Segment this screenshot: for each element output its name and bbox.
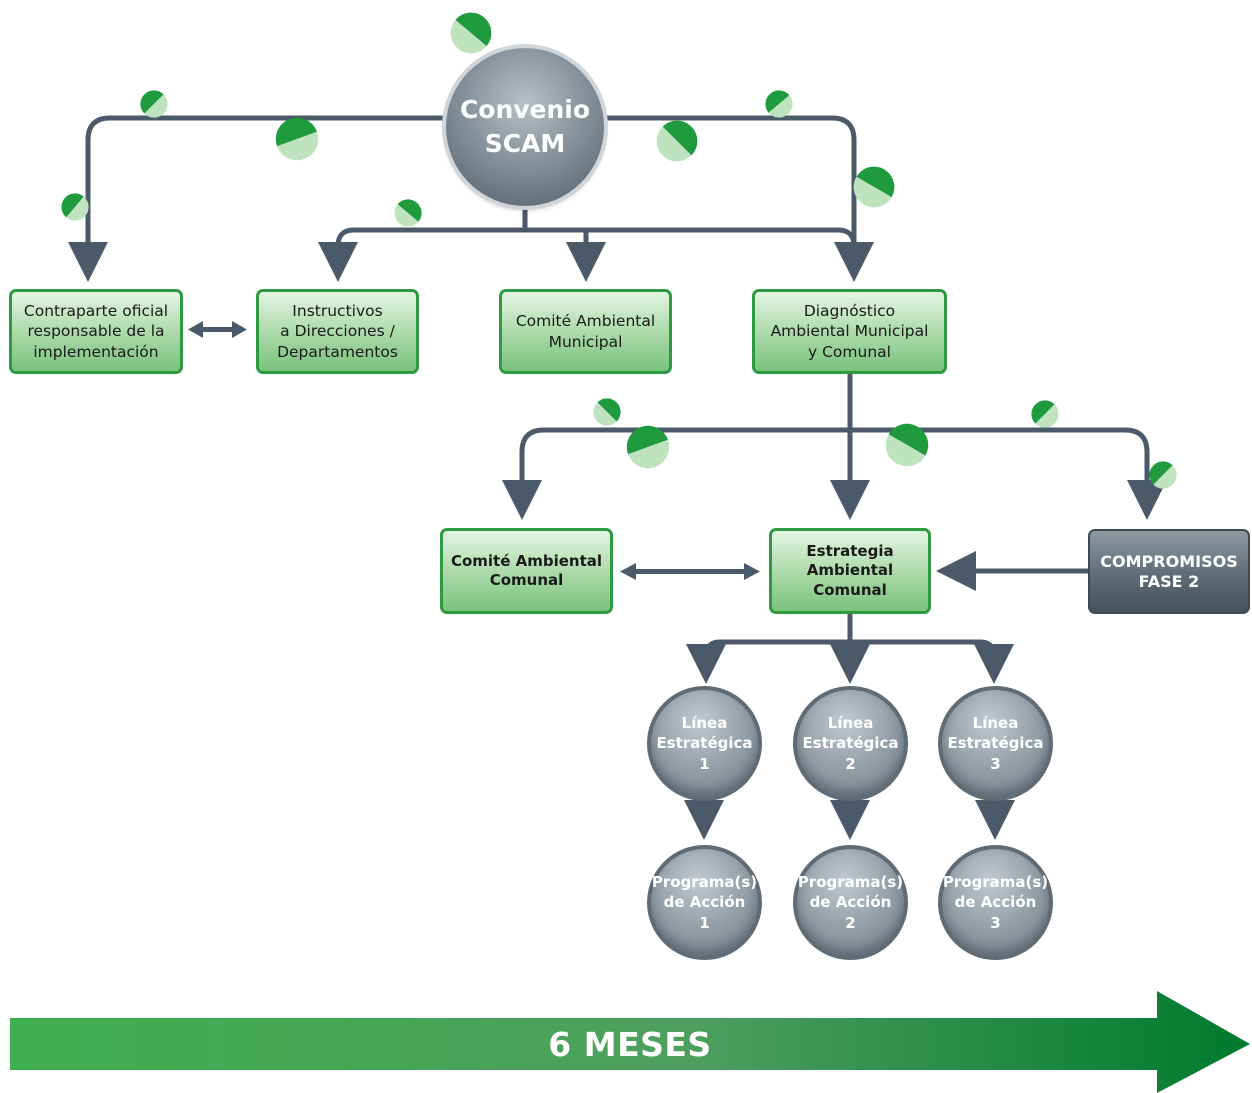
double-arrow-comite-estrategia (620, 563, 760, 580)
node-diagnostico: Diagnóstico Ambiental Municipal y Comuna… (752, 289, 947, 374)
node-linea-1: Línea Estratégica 1 (647, 686, 762, 801)
leaf-icon (1143, 455, 1183, 495)
connector-lines (68, 115, 1167, 840)
node-estrategia: Estrategia Ambiental Comunal (769, 528, 931, 614)
double-arrows (188, 321, 760, 580)
double-arrow-contraparte-instructivos (188, 321, 247, 338)
node-contraparte: Contraparte oficial responsable de la im… (9, 289, 183, 374)
node-comite-municipal: Comité Ambiental Municipal (499, 289, 672, 374)
node-linea-2: Línea Estratégica 2 (793, 686, 908, 801)
connector-root-to-diagnostico (604, 115, 874, 282)
timeline-arrow (10, 991, 1250, 1093)
leaf-icon (648, 112, 706, 170)
node-comite-comunal: Comité Ambiental Comunal (440, 528, 613, 614)
leaf-icon (388, 193, 428, 233)
node-linea-3: Línea Estratégica 3 (938, 686, 1053, 801)
connector-root-to-contraparte (68, 115, 446, 282)
leaf-decorations (55, 4, 1183, 495)
leaf-icon (587, 392, 627, 432)
leaf-icon (1025, 394, 1065, 434)
leaf-icon (877, 415, 937, 475)
node-programa-3: Programa(s) de Acción 3 (938, 845, 1053, 960)
node-programa-1: Programa(s) de Acción 1 (647, 845, 762, 960)
node-programa-2: Programa(s) de Acción 2 (793, 845, 908, 960)
node-instructivos: Instructivos a Direcciones / Departament… (256, 289, 419, 374)
root-node: Convenio SCAM (446, 48, 604, 206)
connector-bus-level2 (519, 427, 1167, 520)
node-compromisos: COMPROMISOS FASE 2 (1088, 529, 1250, 614)
timeline-label: 6 MESES (548, 1024, 712, 1064)
leaf-icon (442, 4, 500, 62)
connector-bus-level1 (335, 227, 857, 272)
